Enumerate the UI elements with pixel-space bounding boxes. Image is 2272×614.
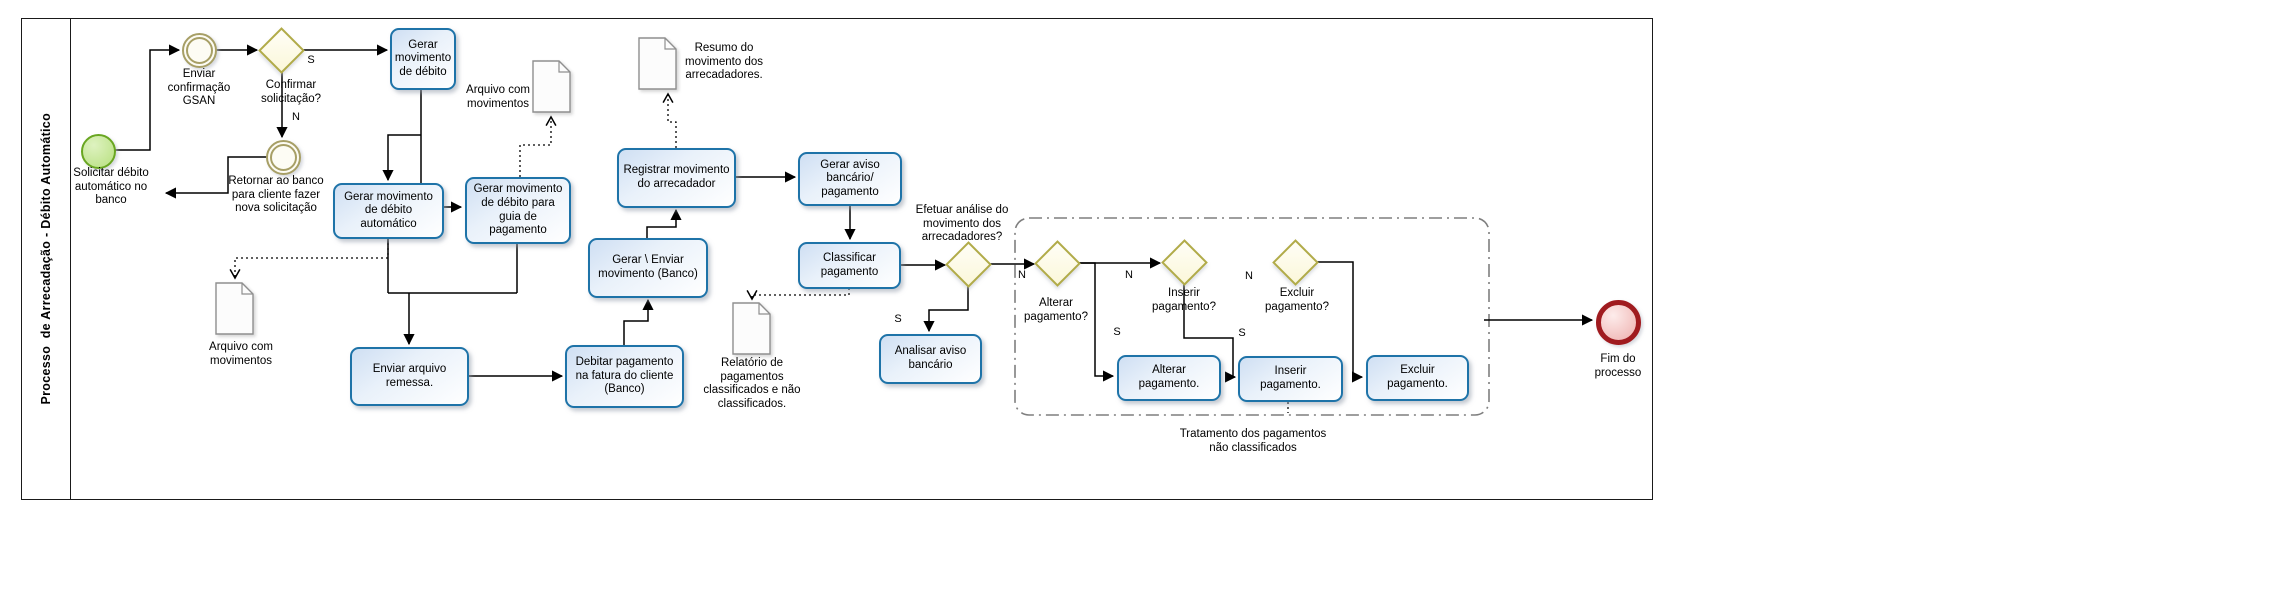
intermediate-event-retornar-banco — [266, 140, 301, 175]
relatorio-pagamentos-label: Relatório de pagamentos classificados e … — [703, 357, 801, 410]
document-icon — [732, 302, 772, 361]
intermediate-event-ring — [270, 144, 297, 171]
association-to-relatorio — [746, 288, 850, 301]
task-debitar-pagamento: Debitar pagamento na fatura do cliente (… — [565, 345, 684, 408]
task-label: Gerar movimento de débito automático — [344, 190, 433, 230]
arquivo-movimentos-bottom-label: Arquivo com movimentos — [209, 341, 273, 367]
task-label: Debitar pagamento na fatura do cliente (… — [575, 356, 674, 396]
flow-analise-s-to-analisar-aviso — [923, 285, 969, 333]
start-event-label: Solicitar débito automático no banco — [73, 167, 149, 207]
arquivo-movimentos-top-label: Arquivo com movimentos — [466, 84, 530, 110]
task-label: Gerar \ Enviar movimento (Banco) — [598, 254, 698, 280]
task-gerar-movimento-debito-automatico: Gerar movimento de débito automático — [333, 183, 444, 239]
task-excluir-pagamento: Excluir pagamento. — [1366, 355, 1469, 401]
task-label: Inserir pagamento. — [1260, 365, 1321, 391]
group-boundary — [1014, 217, 1490, 416]
group-label: Tratamento dos pagamentos não classifica… — [1179, 428, 1327, 454]
task-registrar-movimento: Registrar movimento do arrecadador — [617, 148, 736, 208]
condition-label-s: S — [307, 54, 315, 66]
condition-label-n: N — [1245, 270, 1253, 282]
task-label: Alterar pagamento. — [1138, 364, 1200, 390]
association-to-arquivo-top — [519, 115, 557, 177]
excluir-pagamento-gateway-label: Excluir pagamento? — [1265, 287, 1329, 313]
intermediate-event-ring — [186, 37, 213, 64]
flow-gerar-enviar-to-registrar — [646, 208, 682, 238]
intermediate-event-enviar-confirmacao — [182, 33, 217, 68]
document-icon — [215, 282, 255, 341]
task-label: Excluir pagamento. — [1387, 364, 1448, 390]
condition-label-n: N — [292, 111, 300, 123]
task-gerar-movimento-guia: Gerar movimento de débito para guia de p… — [465, 177, 571, 244]
task-alterar-pagamento: Alterar pagamento. — [1117, 355, 1221, 401]
end-event — [1596, 300, 1641, 345]
task-enviar-arquivo-remessa: Enviar arquivo remessa. — [350, 347, 469, 406]
pool-label-strip: Processo de Arrecadação - Débito Automát… — [21, 18, 71, 500]
task-analisar-aviso-bancario: Analisar aviso bancário — [879, 334, 982, 384]
association-to-arquivo-bottom — [229, 243, 389, 280]
condition-label-s: S — [1238, 327, 1246, 339]
association-to-resumo — [662, 92, 677, 148]
alterar-pagamento-gateway-label: Alterar pagamento? — [1024, 297, 1088, 323]
task-label: Gerar aviso bancário/ pagamento — [820, 158, 880, 198]
inserir-pagamento-gateway-label: Inserir pagamento? — [1152, 287, 1216, 313]
task-label: Analisar aviso bancário — [894, 345, 967, 371]
task-gerar-aviso-bancario: Gerar aviso bancário/ pagamento — [798, 152, 902, 206]
document-icon — [638, 37, 678, 96]
document-icon — [532, 60, 572, 119]
flow-start-to-confirmation — [115, 44, 181, 151]
task-classificar-pagamento: Classificar pagamento — [798, 242, 901, 289]
flow-debitar-to-gerar-enviar — [623, 298, 654, 345]
flow-retornar-to-start-label — [164, 156, 267, 199]
flow-inserir-s-to-inserir-task — [1183, 283, 1237, 383]
start-event — [81, 134, 116, 169]
flow-excluir-to-excluir-task — [1316, 261, 1364, 383]
task-gerar-enviar-movimento: Gerar \ Enviar movimento (Banco) — [588, 238, 708, 298]
retornar-banco-label: Retornar ao banco para cliente fazer nov… — [228, 175, 324, 215]
task-label: Gerar movimento de débito — [394, 38, 452, 78]
condition-label-n: N — [1125, 269, 1133, 281]
condition-label-s: S — [894, 313, 902, 325]
efetuar-analise-label: Efetuar análise do movimento dos arrecad… — [915, 204, 1009, 244]
task-label: Registrar movimento do arrecadador — [623, 164, 730, 190]
flow-to-debito-automatico — [382, 134, 421, 182]
task-label: Classificar pagamento — [820, 251, 879, 278]
task-inserir-pagamento: Inserir pagamento. — [1238, 356, 1343, 402]
task-label: Gerar movimento de débito para guia de p… — [473, 183, 563, 237]
resumo-movimento-label: Resumo do movimento dos arrecadadores. — [685, 42, 763, 82]
task-label: Enviar arquivo remessa. — [372, 362, 447, 389]
confirmar-solicitacao-label: Confirmar solicitação? — [260, 79, 322, 105]
enviar-confirmacao-label: Enviar confirmação GSAN — [167, 68, 231, 108]
flow-alterar-s-to-alterar-task — [1078, 262, 1115, 382]
task-gerar-movimento-debito: Gerar movimento de débito — [390, 28, 456, 90]
end-event-label: Fim do processo — [1594, 353, 1642, 379]
condition-label-n: N — [1018, 269, 1026, 281]
condition-label-s: S — [1113, 326, 1121, 338]
